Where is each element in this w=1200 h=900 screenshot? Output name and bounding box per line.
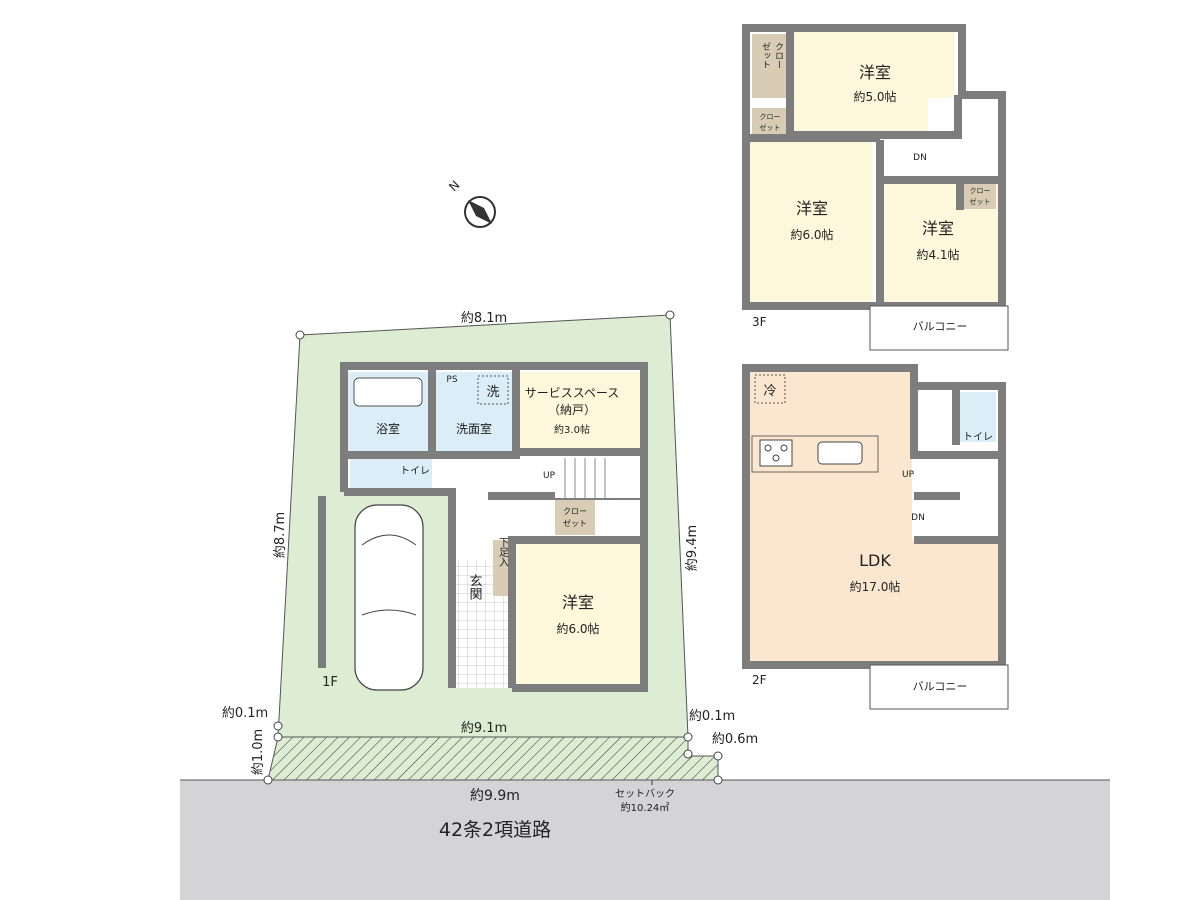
- closet-label-1f-a: クロー: [563, 507, 587, 516]
- compass-icon: N: [446, 178, 496, 228]
- room-name-toilet-1f: トイレ: [400, 466, 430, 477]
- room-size-western-4: 約4.1帖: [916, 247, 959, 262]
- closet-3f-a: [752, 34, 790, 98]
- toilet-label-2f: トイレ: [963, 432, 993, 443]
- room-name-bath: 浴室: [376, 421, 400, 436]
- setback-area-hatch: [267, 736, 719, 781]
- shoebox: [493, 540, 511, 596]
- ps-label: PS: [446, 375, 457, 385]
- room-toilet-1f: [350, 458, 432, 490]
- dim-right-offset: 約0.1m: [689, 709, 735, 724]
- stove-icon: [759, 439, 793, 467]
- shoebox-label: 下足入: [497, 537, 509, 567]
- closet-3f-a-label2: ゼット: [760, 42, 771, 69]
- room-size-western-5: 約5.0帖: [853, 89, 896, 104]
- balcony-3f: [869, 305, 1009, 351]
- room-name-western-1f: 洋室: [562, 593, 594, 612]
- floor-2f: 冷 トイレ UP DN LDK 約17.0帖 バルコニー 2F: [742, 364, 1009, 710]
- road-label: 42条2項道路: [439, 819, 551, 841]
- closet-label-1f-b: ゼット: [563, 518, 587, 528]
- floor-label-1f: 1F: [322, 675, 338, 690]
- svg-text:冷: 冷: [763, 384, 776, 399]
- room-size-western-1f: 約6.0帖: [556, 621, 599, 636]
- balcony-label-3f: バルコニー: [913, 320, 968, 333]
- ldk-size: 約17.0帖: [850, 579, 901, 594]
- dim-right: 約9.4m: [685, 525, 700, 571]
- dim-bottom: 約9.1m: [461, 721, 507, 736]
- sink-icon: [817, 441, 863, 465]
- room-name-western-6-3f: 洋室: [796, 199, 828, 218]
- svg-text:洗: 洗: [486, 385, 499, 400]
- stairs-up-label: UP: [543, 471, 556, 481]
- fridge-spot: 冷: [754, 374, 786, 404]
- closet-3f-c: [964, 181, 996, 209]
- stairs-1f: [555, 458, 640, 498]
- stairs-dn-2f: DN: [911, 513, 925, 523]
- dim-top: 約8.1m: [461, 311, 507, 326]
- road-frontage: 約9.9m: [470, 788, 520, 804]
- floor-3f: バルコニー 3F 洋室 約5.0帖 洋室 約6.0帖 洋室 約4.1帖 DN ク…: [742, 24, 1009, 351]
- svg-text:N: N: [446, 178, 462, 194]
- room-name-service: サービススペース: [525, 386, 620, 400]
- closet-3f-b-label2: ゼット: [760, 123, 781, 132]
- dim-corner-cut: 約0.6m: [712, 732, 758, 747]
- closet-3f-a-label: クロー: [773, 42, 783, 69]
- room-western-1f: [515, 540, 640, 685]
- dim-left-offset: 約0.1m: [222, 706, 268, 721]
- ldk-name: LDK: [859, 551, 891, 570]
- room-western-5: [792, 32, 954, 132]
- car-icon: [354, 504, 424, 691]
- lot-corner-markers: [263, 310, 723, 785]
- room-name-washroom: 洗面室: [456, 421, 492, 436]
- closet-3f-c-label2: ゼット: [970, 197, 991, 206]
- room-toilet-2f: [958, 392, 996, 442]
- washer-spot: 洗: [477, 375, 509, 405]
- balcony-label-2f: バルコニー: [913, 680, 968, 693]
- stairs-dn-3f: DN: [913, 153, 927, 163]
- setback-area: 約10.24㎡: [621, 801, 670, 814]
- stairs-up-2f: UP: [902, 470, 915, 480]
- floor-label-3f: 3F: [752, 315, 767, 329]
- closet-3f-b-label: クロー: [760, 113, 781, 121]
- setback-label: セットバック: [615, 788, 675, 800]
- room-size-service: 約3.0帖: [554, 423, 590, 436]
- room-service-space: [520, 372, 640, 448]
- stairs-3f: [928, 98, 998, 156]
- floor-1f: 1F 浴室 洗面室 PS 洗 サービススペース （納戸） 約3.0帖 トイレ U…: [318, 362, 648, 692]
- floor-label-2f: 2F: [752, 673, 767, 687]
- room-name-western-5: 洋室: [859, 63, 891, 82]
- room-sub-service: （納戸）: [548, 403, 596, 417]
- road: [180, 780, 1110, 900]
- dim-left-setback: 約1.0m: [251, 729, 266, 775]
- closet-3f-b: [752, 108, 788, 136]
- room-name-genkan: 玄関: [467, 574, 483, 601]
- room-name-western-4: 洋室: [922, 219, 954, 238]
- room-washroom: [432, 372, 516, 452]
- room-size-western-6-3f: 約6.0帖: [790, 227, 833, 242]
- room-western-6-3f: [750, 138, 872, 302]
- dim-left: 約8.7m: [273, 512, 288, 558]
- balcony-2f: [869, 664, 1009, 710]
- closet-3f-c-label: クロー: [970, 187, 991, 195]
- closet-1f: [555, 500, 595, 535]
